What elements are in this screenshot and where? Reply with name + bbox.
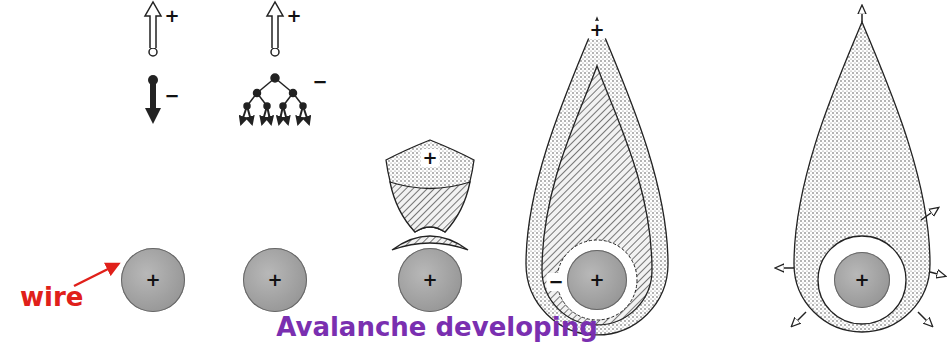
- charge-sign: +: [286, 7, 301, 25]
- charge-sign: +: [422, 271, 437, 289]
- wire-cross-section: +: [243, 248, 307, 312]
- stage-one: [145, 2, 161, 124]
- wire-leader: [74, 264, 118, 286]
- part-label: wire: [20, 284, 83, 310]
- charge-sign: −: [312, 73, 327, 91]
- charge-sign: +: [587, 21, 606, 39]
- figure-caption: Avalanche developing: [276, 314, 598, 340]
- wire-cross-section: +: [567, 250, 627, 310]
- stage-two: [241, 2, 309, 124]
- wire-cross-section: +: [834, 252, 890, 308]
- charge-sign: +: [854, 271, 869, 289]
- charge-sign: +: [164, 7, 179, 25]
- charge-sign: −: [164, 87, 179, 105]
- wire-cross-section: +: [121, 248, 185, 312]
- wire-cross-section: +: [398, 248, 462, 312]
- stage-five: [776, 6, 945, 332]
- charge-sign: +: [267, 271, 282, 289]
- stage-four: [526, 18, 668, 335]
- charge-sign: −: [546, 273, 565, 291]
- charge-sign: +: [589, 271, 604, 289]
- charge-sign: +: [145, 271, 160, 289]
- stage-three: [386, 140, 474, 250]
- charge-sign: +: [420, 149, 439, 167]
